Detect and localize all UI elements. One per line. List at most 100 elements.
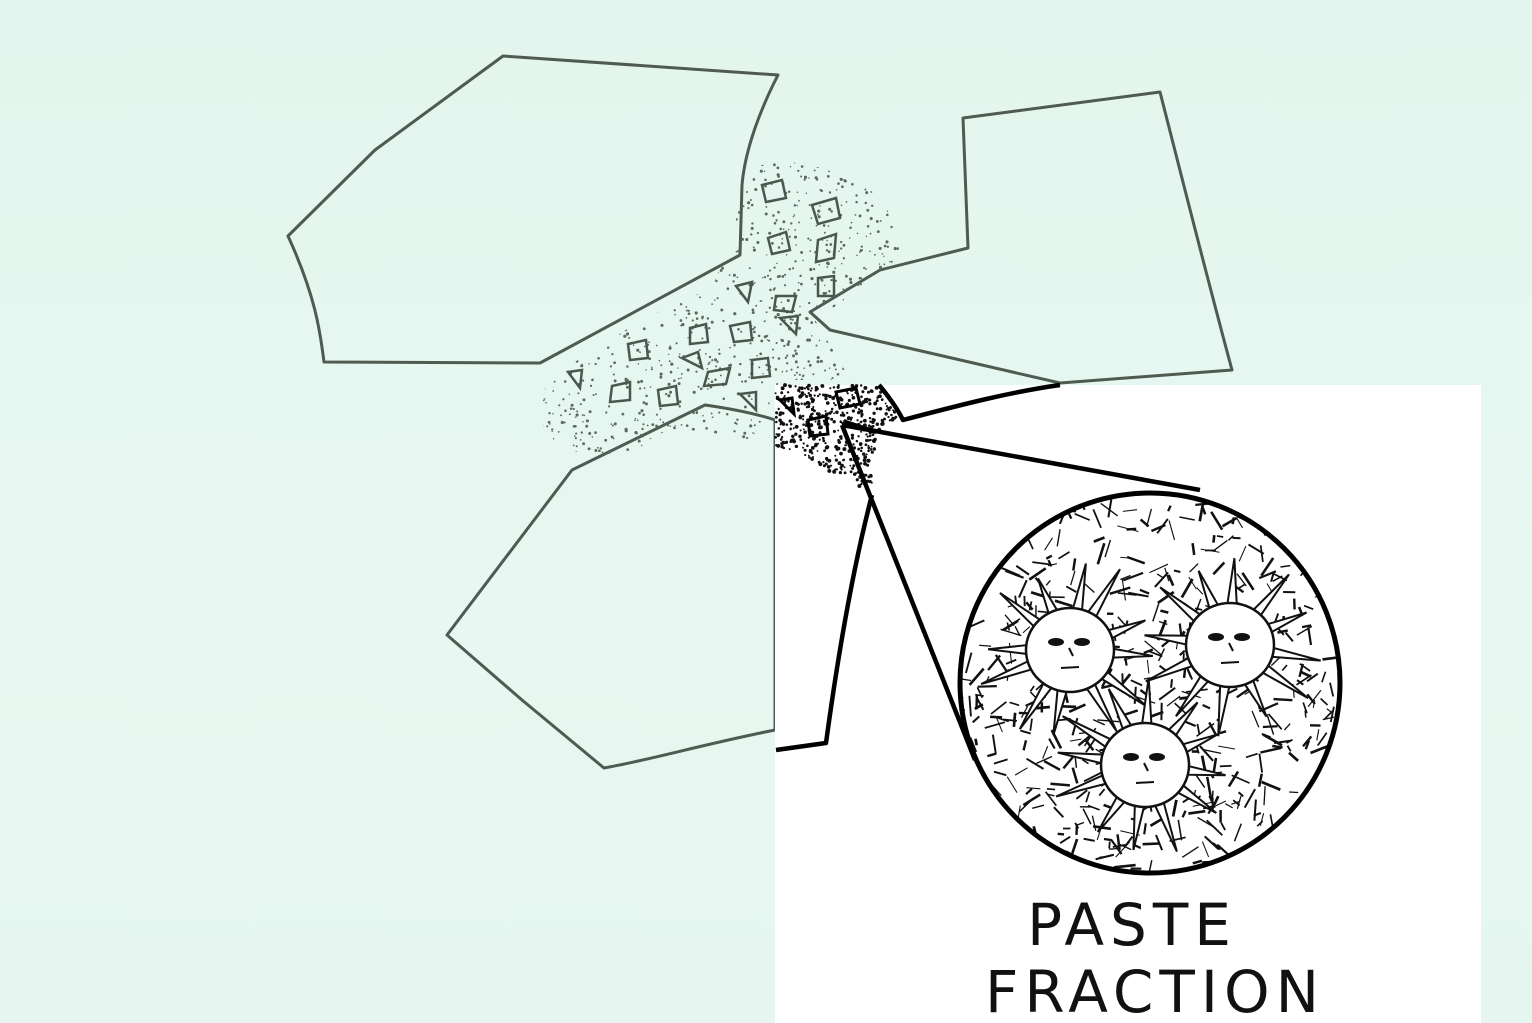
stipple-dot bbox=[633, 184, 636, 187]
stipple-dot bbox=[783, 447, 786, 450]
stipple-dot bbox=[772, 349, 774, 351]
stipple-dot bbox=[853, 164, 855, 166]
stipple-dot bbox=[883, 346, 885, 348]
stipple-dot bbox=[575, 451, 577, 453]
stipple-dot bbox=[851, 222, 853, 224]
stipple-dot bbox=[825, 410, 827, 412]
stipple-dot bbox=[660, 151, 663, 154]
stipple-dot bbox=[545, 208, 547, 210]
stipple-dot bbox=[648, 456, 650, 458]
stipple-dot bbox=[734, 422, 736, 424]
stipple-dot bbox=[800, 429, 802, 431]
stipple-dot bbox=[847, 392, 849, 394]
stipple-dot bbox=[795, 445, 798, 448]
stipple-dot bbox=[804, 176, 807, 179]
stipple-dot bbox=[637, 381, 640, 384]
stipple-dot bbox=[638, 440, 641, 443]
stipple-dot bbox=[861, 245, 863, 247]
stipple-dot bbox=[646, 203, 649, 206]
stipple-dot bbox=[804, 454, 806, 456]
fiber-stroke bbox=[1120, 557, 1129, 558]
stipple-dot bbox=[833, 305, 835, 307]
stipple-dot bbox=[677, 367, 678, 368]
stipple-dot bbox=[594, 274, 596, 276]
stipple-dot bbox=[812, 456, 814, 458]
stipple-dot bbox=[598, 217, 600, 219]
stipple-dot bbox=[789, 268, 791, 270]
stipple-dot bbox=[562, 170, 565, 173]
stipple-dot bbox=[645, 225, 648, 228]
stipple-dot bbox=[900, 308, 903, 311]
stipple-dot bbox=[865, 191, 868, 194]
stipple-dot bbox=[815, 389, 818, 392]
stipple-dot bbox=[563, 355, 565, 357]
stipple-dot bbox=[887, 246, 889, 248]
stipple-dot bbox=[908, 202, 911, 205]
stipple-dot bbox=[769, 278, 771, 280]
stipple-dot bbox=[651, 367, 653, 369]
stipple-dot bbox=[731, 211, 733, 213]
stipple-dot bbox=[808, 392, 810, 394]
stipple-dot bbox=[860, 447, 863, 450]
stipple-dot bbox=[660, 241, 662, 243]
stipple-dot bbox=[747, 451, 748, 452]
stipple-dot bbox=[636, 349, 639, 352]
stipple-dot bbox=[764, 171, 766, 173]
stipple-dot bbox=[830, 410, 833, 413]
stipple-dot bbox=[637, 210, 640, 213]
stipple-dot bbox=[545, 155, 547, 157]
stipple-dot bbox=[569, 321, 572, 324]
stipple-dot bbox=[847, 418, 849, 420]
stipple-dot bbox=[881, 289, 883, 291]
stipple-dot bbox=[609, 317, 611, 319]
stipple-dot bbox=[848, 399, 851, 402]
stipple-dot bbox=[618, 456, 621, 459]
stipple-dot bbox=[649, 297, 652, 300]
stipple-dot bbox=[826, 249, 828, 251]
stipple-dot bbox=[803, 428, 805, 430]
stipple-dot bbox=[539, 264, 541, 266]
particle-mark bbox=[1075, 639, 1089, 645]
stipple-dot bbox=[840, 326, 842, 328]
stipple-dot bbox=[809, 364, 812, 367]
stipple-dot bbox=[894, 181, 896, 183]
stipple-dot bbox=[618, 212, 621, 215]
stipple-dot bbox=[836, 189, 838, 191]
stipple-dot bbox=[534, 369, 536, 371]
stipple-dot bbox=[822, 394, 825, 397]
stipple-dot bbox=[851, 373, 853, 375]
stipple-dot bbox=[656, 245, 658, 247]
stipple-dot bbox=[813, 381, 816, 384]
stipple-dot bbox=[840, 468, 842, 470]
stipple-dot bbox=[827, 175, 830, 178]
stipple-dot bbox=[872, 187, 874, 189]
stipple-dot bbox=[869, 375, 871, 377]
stipple-dot bbox=[895, 322, 897, 324]
stipple-dot bbox=[595, 230, 597, 232]
stipple-dot bbox=[842, 292, 844, 294]
stipple-dot bbox=[867, 225, 870, 228]
stipple-dot bbox=[833, 412, 835, 414]
stipple-dot bbox=[662, 421, 664, 423]
stipple-dot bbox=[607, 337, 609, 339]
stipple-dot bbox=[867, 436, 869, 438]
stipple-dot bbox=[908, 192, 911, 195]
stipple-dot bbox=[792, 267, 794, 269]
stipple-dot bbox=[569, 413, 571, 415]
stipple-dot bbox=[738, 373, 741, 376]
stipple-dot bbox=[754, 282, 756, 284]
stipple-dot bbox=[707, 262, 709, 264]
stipple-dot bbox=[638, 363, 640, 365]
stipple-dot bbox=[608, 272, 610, 274]
stipple-dot bbox=[707, 388, 709, 390]
stipple-dot bbox=[871, 175, 873, 177]
stipple-dot bbox=[613, 285, 614, 286]
stipple-dot bbox=[807, 360, 810, 363]
stipple-dot bbox=[562, 326, 564, 328]
stipple-dot bbox=[708, 327, 710, 329]
stipple-dot bbox=[808, 402, 811, 405]
stipple-dot bbox=[573, 444, 575, 446]
stipple-dot bbox=[700, 387, 703, 390]
stipple-dot bbox=[580, 224, 582, 226]
stipple-dot bbox=[752, 328, 754, 330]
